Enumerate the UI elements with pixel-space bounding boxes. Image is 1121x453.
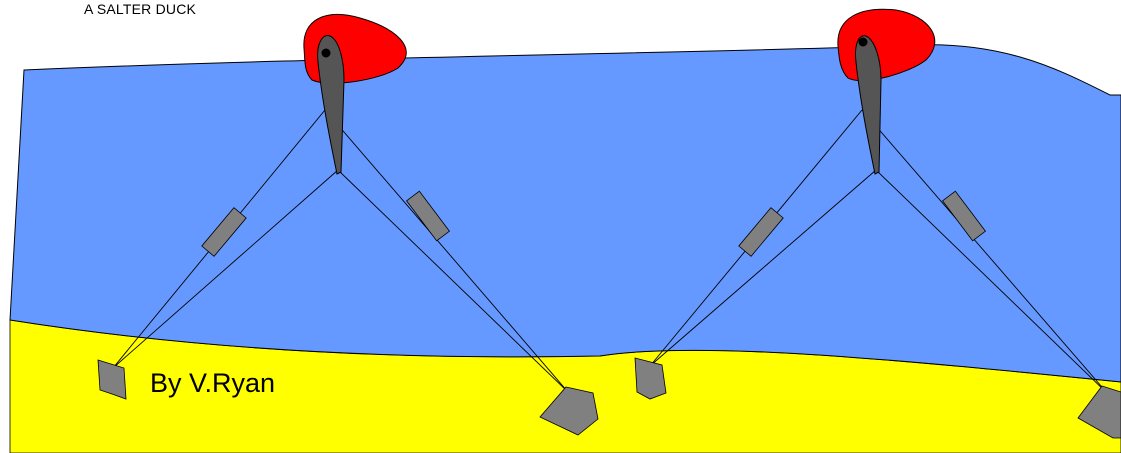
duck-pivot xyxy=(322,49,331,58)
author-credit: By V.Ryan xyxy=(150,368,275,399)
duck-pivot xyxy=(859,38,868,47)
